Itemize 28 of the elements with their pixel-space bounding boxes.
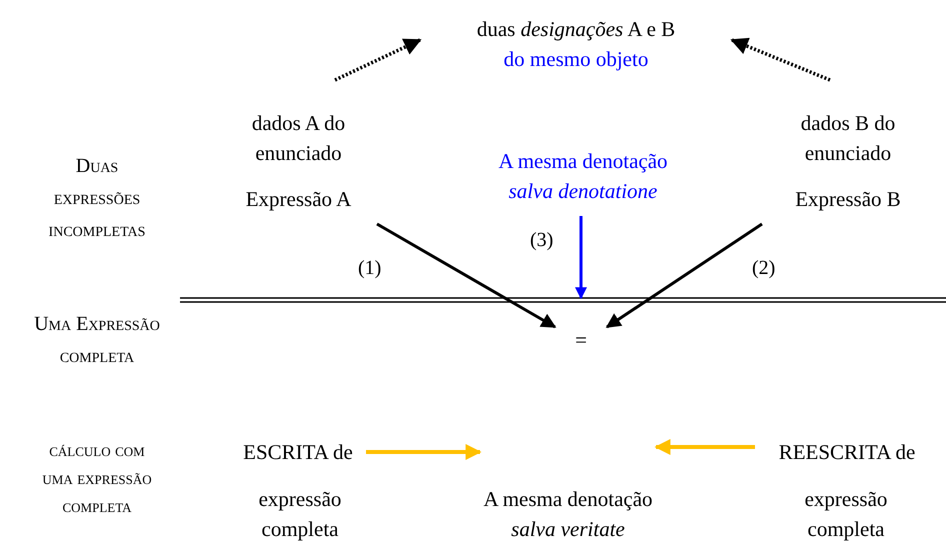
arrow xyxy=(606,222,763,328)
node-text: A mesma denotação xyxy=(498,148,668,175)
arrow xyxy=(376,222,556,328)
node-text: Expressão B xyxy=(795,186,901,213)
node-text: dados A do enunciado xyxy=(250,110,346,167)
node-text: salva veritate xyxy=(511,516,625,543)
node-text: expressão completa xyxy=(258,486,342,543)
node-text: Expressão A xyxy=(246,186,352,213)
arrow xyxy=(366,444,482,460)
arrow xyxy=(730,38,831,82)
node-text: expressão completa xyxy=(804,486,888,543)
node-text: duas designações A e B xyxy=(476,16,676,43)
node-text: ESCRITA de xyxy=(243,439,353,466)
node-text: dados B do enunciado xyxy=(800,110,896,167)
step-number: (2) xyxy=(752,256,776,281)
node-text: salva denotatione xyxy=(508,178,658,205)
arrow xyxy=(654,439,755,455)
step-number: (3) xyxy=(530,228,554,253)
row-label: cálculo com uma expressão completa xyxy=(41,439,153,518)
row-label: Uma Expressão completa xyxy=(33,312,161,369)
arrow xyxy=(575,216,587,300)
arrow xyxy=(334,38,422,82)
node-text: = xyxy=(575,328,587,352)
node-text: A mesma denotação xyxy=(483,486,653,513)
row-label: Duas expressões incompletas xyxy=(48,154,146,243)
step-number: (1) xyxy=(358,256,382,281)
node-text: REESCRITA de xyxy=(778,439,916,466)
node-text: do mesmo objeto xyxy=(504,46,648,73)
